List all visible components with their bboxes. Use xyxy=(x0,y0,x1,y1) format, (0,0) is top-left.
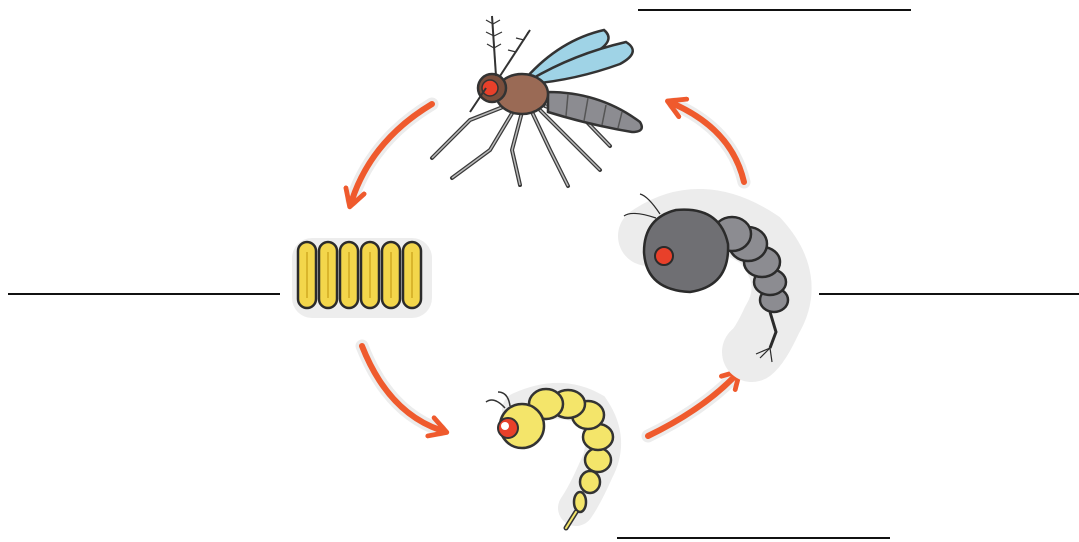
arrow-larva-to-pupa xyxy=(648,376,735,436)
arrow-eggs-to-larva xyxy=(362,346,440,430)
pupa-illustration xyxy=(624,194,788,362)
larva-illustration xyxy=(486,389,613,528)
arrow-pupa-to-adult xyxy=(674,104,744,182)
eggs-illustration xyxy=(292,238,432,318)
adult-mosquito-illustration xyxy=(432,16,642,186)
arrow-adult-to-eggs xyxy=(352,104,432,200)
